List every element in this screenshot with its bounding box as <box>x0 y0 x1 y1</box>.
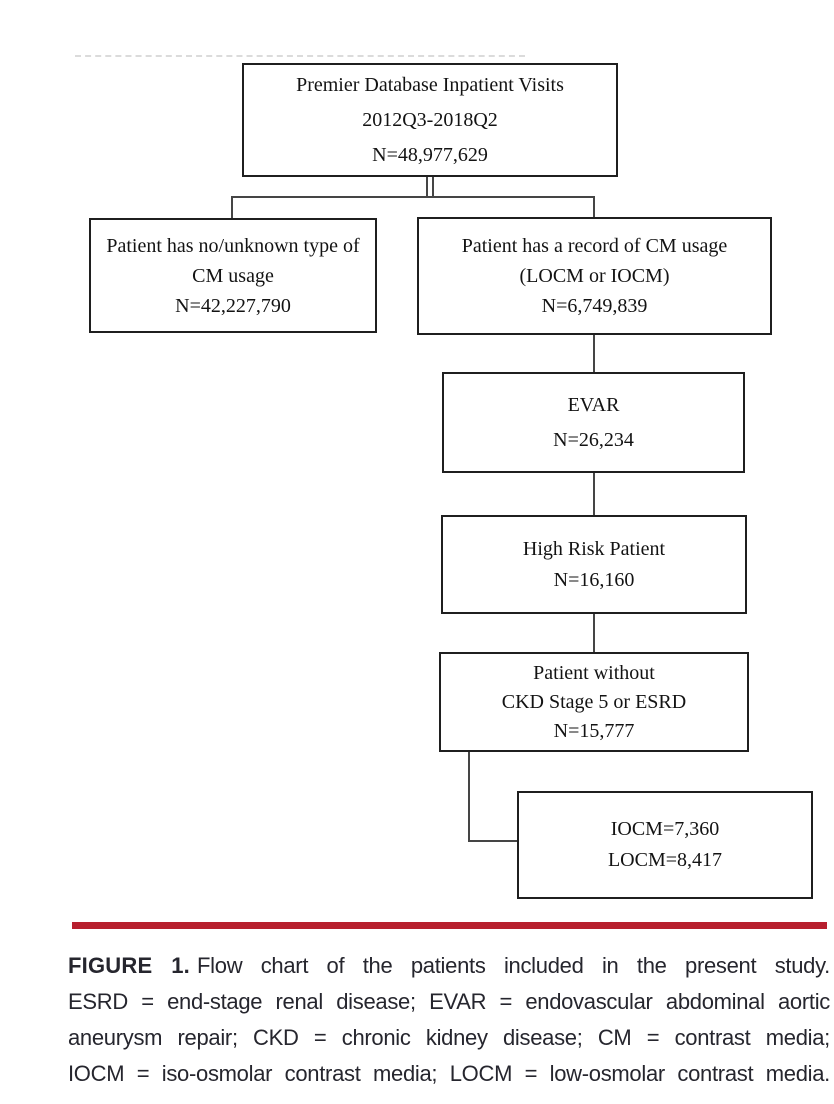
box-line: High Risk Patient <box>522 537 666 560</box>
box-line: N=15,777 <box>553 719 635 742</box>
flow-box-cm-usage: Patient has a record of CM usage (LOCM o… <box>417 217 772 335</box>
box-line: 2012Q3-2018Q2 <box>362 108 498 131</box>
figure-caption: FIGURE 1. Flow chart of the patients incl… <box>68 948 830 1092</box>
box-line: N=16,160 <box>553 568 635 591</box>
caption-title: Flow chart of the patients included in t… <box>197 953 830 978</box>
connector-elbow-horizontal <box>468 840 517 842</box>
caption-line-2: ESRD = end-stage renal disease; EVAR = e… <box>68 989 830 1014</box>
caption-line-3: aneurysm repair; CKD = chronic kidney di… <box>68 1025 830 1050</box>
box-line: N=42,227,790 <box>175 294 291 317</box>
connector-cm-to-evar <box>593 335 595 372</box>
connector-evar-to-highrisk <box>593 473 595 515</box>
connector-drop-left <box>231 196 233 218</box>
scan-artifact-line <box>75 55 525 57</box>
box-line: Patient has a record of CM usage <box>461 235 728 257</box>
box-line: CKD Stage 5 or ESRD <box>501 690 687 713</box>
flow-box-without-ckd5-esrd: Patient without CKD Stage 5 or ESRD N=15… <box>439 652 749 752</box>
box-line: N=6,749,839 <box>541 295 648 317</box>
box-line: (LOCM or IOCM) <box>519 265 670 287</box>
connector-top-stub-left <box>426 177 428 198</box>
flow-box-evar: EVAR N=26,234 <box>442 372 745 473</box>
box-line: Patient without <box>533 661 655 684</box>
connector-top-stub-right <box>432 177 434 198</box>
caption-line-1: FIGURE 1. Flow chart of the patients incl… <box>68 948 830 984</box>
box-line: IOCM=7,360 <box>610 818 720 840</box>
connector-drop-right <box>593 196 595 217</box>
box-line: Patient has no/unknown type of <box>106 234 360 257</box>
connector-highrisk-to-ckd <box>593 614 595 652</box>
box-line: N=26,234 <box>553 428 634 451</box>
connector-branch-horizontal <box>231 196 595 198</box>
flow-box-premier-database: Premier Database Inpatient Visits 2012Q3… <box>242 63 618 177</box>
connector-elbow-vertical <box>468 752 470 842</box>
box-line: Premier Database Inpatient Visits <box>296 73 564 96</box>
caption-line-4: IOCM = iso-osmolar contrast media; LOCM … <box>68 1061 830 1086</box>
box-line: CM usage <box>192 264 274 287</box>
box-line: EVAR <box>567 393 620 416</box>
figure-caption-divider <box>72 922 827 929</box>
flow-box-high-risk: High Risk Patient N=16,160 <box>441 515 747 614</box>
flow-box-final-cohort: IOCM=7,360 LOCM=8,417 <box>517 791 813 899</box>
figure-label: FIGURE 1. <box>68 953 190 978</box>
flow-box-no-cm-usage: Patient has no/unknown type of CM usage … <box>89 218 377 333</box>
box-line: N=48,977,629 <box>372 143 488 166</box>
box-line: LOCM=8,417 <box>607 849 723 871</box>
